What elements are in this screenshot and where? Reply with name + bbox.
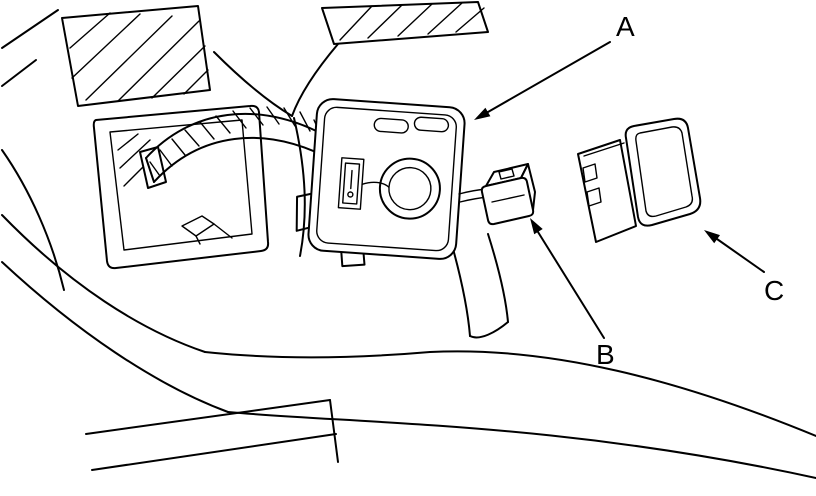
vent-grille-top: [321, 1, 489, 45]
leader-arrow-c: [704, 230, 765, 273]
panel-small-switch-hole: [337, 157, 365, 210]
leader-arrow-b: [530, 218, 605, 339]
switch-button: [577, 117, 702, 243]
callout-label-b: B: [596, 339, 615, 370]
switch-terminal-2: [586, 187, 602, 207]
wire-harness: [139, 106, 337, 189]
connector-body: [480, 176, 535, 226]
vent-grille-left: [61, 5, 211, 107]
connector-latch: [498, 168, 515, 180]
switch-panel-assembly: [295, 98, 466, 268]
connector: [458, 163, 536, 226]
callout-label-a: A: [616, 11, 635, 42]
panel-slot-2: [413, 116, 450, 133]
dashboard-outline: [1, 9, 816, 479]
callout-label-c: C: [764, 275, 784, 306]
switch-barrel-opening: [378, 157, 441, 220]
wire-clip-detail: [181, 215, 233, 245]
panel-bottom-tab: [340, 250, 366, 268]
panel-side-tab: [295, 192, 313, 232]
panel-bezel: [307, 98, 466, 260]
leader-arrow-a: [474, 41, 611, 120]
panel-slot-1: [373, 117, 409, 134]
switch-terminal-1: [582, 163, 598, 183]
